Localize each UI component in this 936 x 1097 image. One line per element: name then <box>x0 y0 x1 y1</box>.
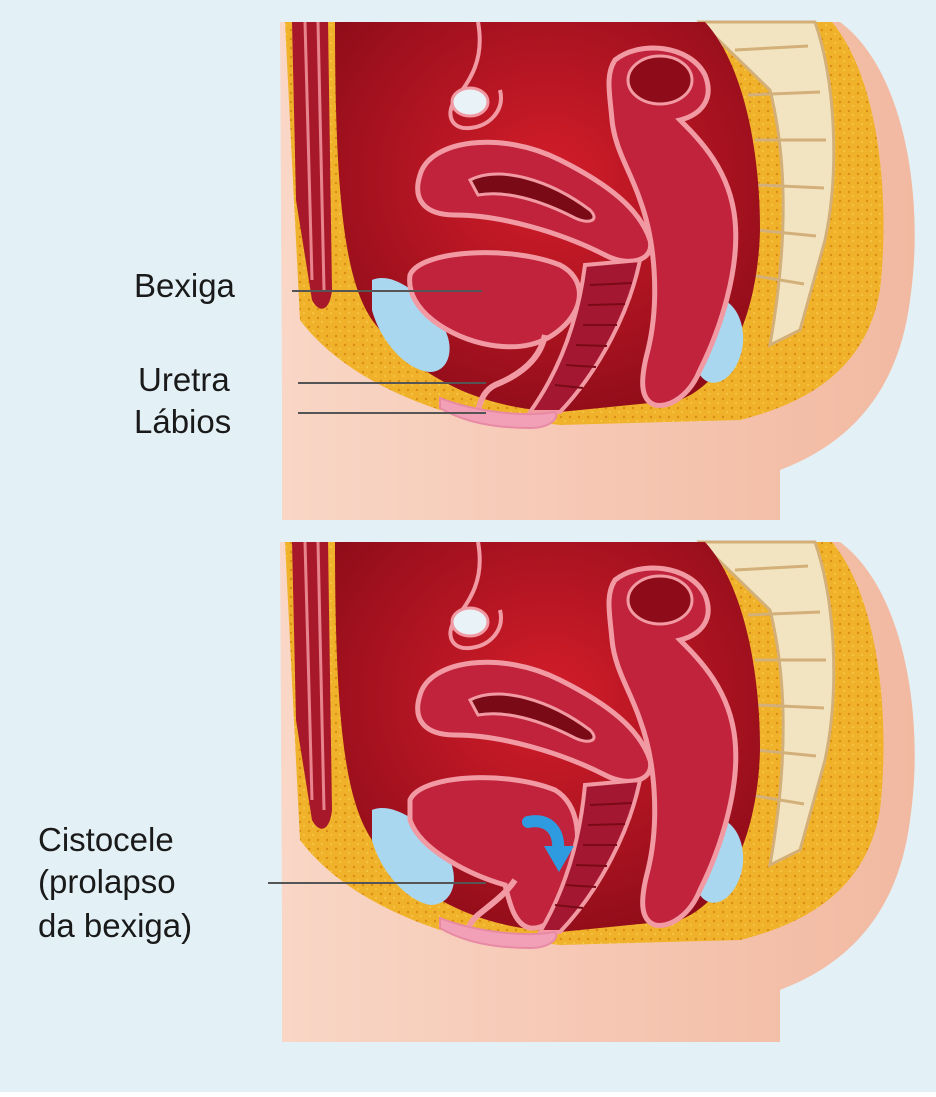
bottom-colon-lumen <box>628 576 692 624</box>
cistocele-label-line-2: (prolapso <box>38 862 176 902</box>
bottom-anatomy-panel <box>280 542 915 1042</box>
cistocele-label-line-3: da bexiga) <box>38 906 192 946</box>
top-anatomy-panel <box>280 22 915 520</box>
top-ovary <box>452 88 488 116</box>
bexiga-label: Bexiga <box>134 266 235 306</box>
uretra-label: Uretra <box>138 360 230 400</box>
top-colon-lumen <box>628 56 692 104</box>
bottom-ovary <box>452 608 488 636</box>
cistocele-label-line-1: Cistocele <box>38 820 174 860</box>
labios-label: Lábios <box>134 402 231 442</box>
